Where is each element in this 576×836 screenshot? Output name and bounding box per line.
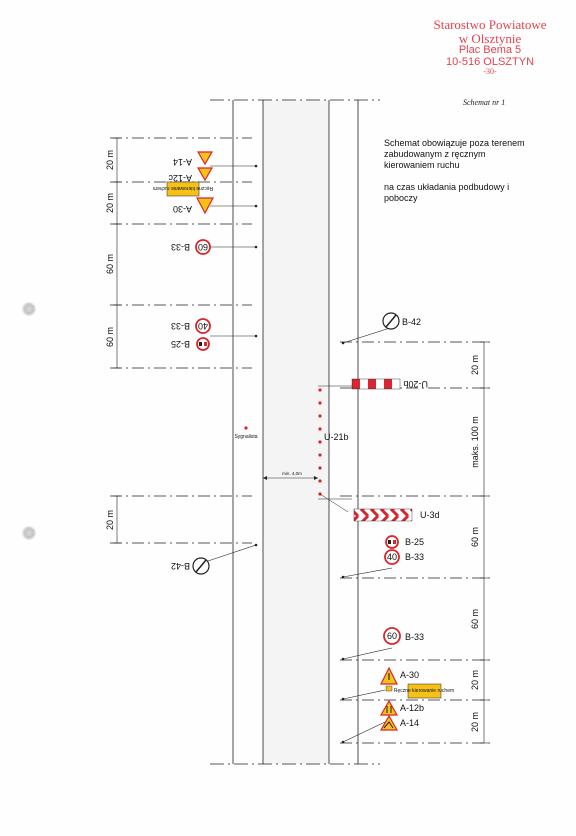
dim-right-20m-a: 20 m	[470, 355, 480, 375]
label-u20b: U-20b	[403, 379, 428, 389]
label-b42-left: B-42	[171, 561, 190, 571]
sign-group-a30-right: A-30 Ręczne kierowanie ruchem	[341, 666, 454, 701]
label-a30-right: A-30	[400, 670, 419, 680]
label-a30-left: A-30	[173, 204, 192, 214]
sign-group-a12b-a14-right: A-12b A-14	[341, 699, 424, 744]
warning-sign-a30-left-icon	[196, 197, 214, 215]
label-u3d: U-3d	[420, 510, 440, 520]
note-paragraph-2: na czas układania podbudowy i poboczy	[384, 182, 510, 203]
dim-left-20m-c: 20 m	[105, 510, 115, 530]
stamp-line-2: w Olsztynie	[458, 30, 522, 46]
manual-traffic-plate-left	[166, 181, 200, 197]
label-b42-right: B-42	[402, 317, 421, 327]
barrier-u20b: U-20b	[318, 378, 428, 390]
label-b25-left: B-25	[171, 339, 190, 349]
label-a12c: A-12c	[168, 173, 192, 183]
punch-hole-bottom	[22, 526, 36, 540]
label-b33-right-a: B-33	[405, 552, 424, 562]
signalman-label: Sygnalista	[234, 434, 257, 440]
speed-40-left-text: 40	[198, 321, 208, 331]
label-a12b: A-12b	[400, 703, 424, 713]
label-u21b: U-21b	[324, 432, 349, 442]
dim-left-60m-b: 60 m	[105, 327, 115, 347]
left-dimension-line	[113, 137, 121, 544]
speed-60-left-text: 60	[198, 242, 208, 252]
dim-right-20m-c: 20 m	[470, 712, 480, 732]
stamp-line-5: -30-	[483, 67, 497, 77]
dim-right-60m-a: 60 m	[470, 527, 480, 547]
speed-limit-60-left-icon	[195, 239, 211, 255]
stamp-line-4: 10-516 OLSZTYN	[445, 55, 535, 68]
no-overtaking-b25-left-icon	[196, 337, 210, 351]
dim-right-60m-b: 60 m	[470, 609, 480, 629]
label-b25-right: B-25	[405, 537, 424, 547]
warning-sign-a12c-icon	[196, 167, 214, 182]
barrier-u20b-icon	[351, 378, 401, 390]
plate-text-right: Ręczne kierowanie ruchem	[394, 688, 454, 694]
dim-left-60m-a: 60 m	[105, 254, 115, 274]
road-surface	[263, 100, 329, 764]
speed-limit-40-left-icon	[195, 318, 211, 334]
traffic-cones-u21b	[318, 388, 322, 496]
sign-group-b25-b33-right: B-25 40 B-33	[341, 535, 424, 579]
cone-taper-line	[319, 493, 349, 513]
warning-sign-a14-icon	[196, 151, 214, 166]
sign-group-b42-right: B-42	[341, 312, 421, 345]
sign-group-a14-a12c: A-14 A-12c	[168, 151, 258, 183]
office-stamp: Starostwo Powiatowe w Olsztynie Plac Bem…	[410, 18, 570, 77]
speed-40-right-text: 40	[387, 552, 397, 562]
stamp-line-3: Plac Bema 5	[458, 44, 522, 57]
manual-traffic-plate-right	[407, 683, 442, 699]
dim-left-20m-a: 20 m	[105, 150, 115, 170]
dim-right-max100m: maks. 100 m	[470, 416, 480, 468]
label-b33-left-b: B-33	[171, 321, 190, 331]
signalman: Sygnalista	[234, 426, 258, 440]
scheme-note: Schemat obowiązuje poza terenem zabudowa…	[384, 138, 534, 215]
chevron-board-u3d-icon	[353, 508, 413, 522]
speed-limit-60-right-icon	[383, 627, 401, 645]
dim-left-20m-b: 20 m	[105, 193, 115, 213]
punch-hole-top	[22, 302, 36, 316]
sign-group-b33-40-b25-left: 40 B-33 B-25	[171, 318, 258, 351]
right-dimension-line	[480, 341, 488, 744]
no-overtaking-b25-right-icon	[385, 535, 399, 549]
note-paragraph-1: Schemat obowiązuje poza terenem zabudowa…	[384, 138, 525, 170]
chevron-u3d: U-3d	[318, 498, 440, 522]
label-a14: A-14	[173, 157, 192, 167]
min-width-label: min. 4,0m	[282, 471, 302, 476]
label-b33-right-b: B-33	[405, 632, 424, 642]
label-b33-left-a: B-33	[171, 242, 190, 252]
dim-right-20m-b: 20 m	[470, 670, 480, 690]
road	[210, 99, 380, 765]
sign-group-b42-left: B-42	[171, 543, 258, 575]
warning-sign-a12b-icon	[379, 699, 399, 716]
stamp-line-1: Starostwo Powiatowe	[433, 17, 547, 32]
speed-60-right-text: 60	[387, 631, 397, 641]
label-a14-right: A-14	[400, 718, 419, 728]
plate-text-left: Ręczne kierowanie ruchem	[153, 185, 213, 191]
sign-group-a30: Ręczne kierowanie ruchem A-30	[153, 181, 258, 215]
min-width-marker: min. 4,0m	[263, 471, 318, 480]
sign-group-b33-60-right: 60 B-33	[341, 627, 424, 661]
speed-limit-40-right-icon	[384, 549, 400, 565]
sign-group-b33-60-left: 60 B-33	[171, 239, 258, 255]
scheme-title: Schemat nr 1	[463, 98, 506, 107]
